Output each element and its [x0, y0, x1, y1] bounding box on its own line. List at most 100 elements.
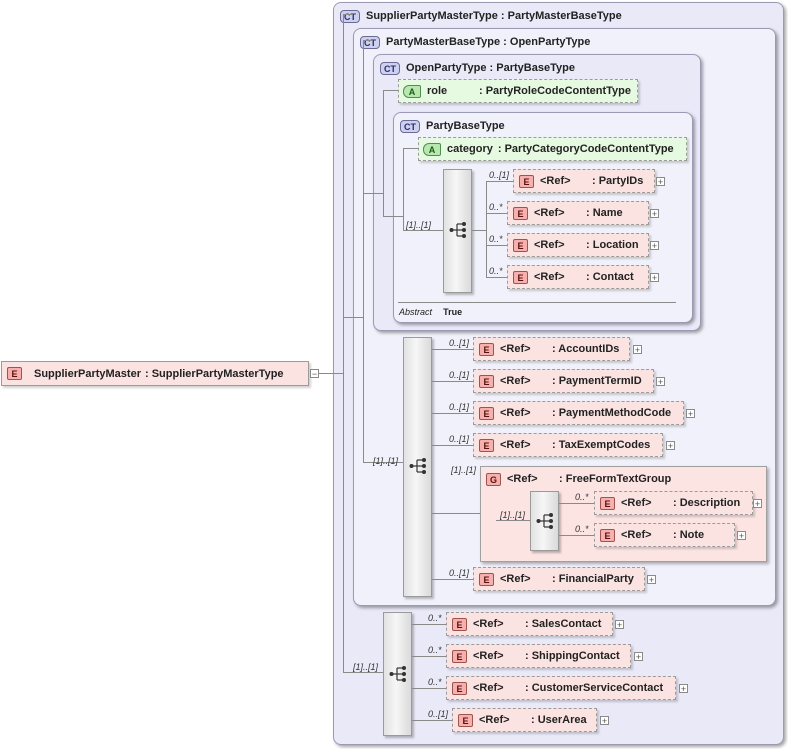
ref-label: <Ref> [534, 207, 565, 219]
ref-label: <Ref> [534, 239, 565, 251]
occurrence-label: 0..[1] [449, 434, 470, 444]
expand-icon[interactable]: + [679, 684, 688, 694]
ref-label: <Ref> [500, 343, 531, 355]
element-icon: E [513, 238, 528, 252]
expand-icon[interactable]: + [737, 531, 746, 541]
expand-icon[interactable]: + [650, 273, 659, 283]
element-icon: E [513, 206, 528, 220]
sequence-occurrence: [1]..[1] [373, 456, 399, 466]
element-icon: E [452, 617, 467, 631]
occurrence-label: 0..* [575, 492, 589, 502]
ref-label: <Ref> [500, 407, 531, 419]
attribute-category[interactable]: A category : PartyCategoryCodeContentTyp… [418, 137, 687, 161]
element-payment-term-id[interactable]: E <Ref> : PaymentTermID [473, 369, 654, 393]
occurrence-label: 0..* [575, 524, 589, 534]
element-note[interactable]: E <Ref> : Note [594, 523, 735, 547]
attribute-name: role [427, 85, 448, 97]
element-type: : ShippingContact [525, 650, 620, 662]
element-icon: E [519, 174, 534, 188]
element-location[interactable]: E <Ref> : Location [507, 233, 649, 257]
element-sales-contact[interactable]: E <Ref> : SalesContact [446, 612, 613, 636]
element-type: : UserArea [531, 714, 587, 726]
element-financial-party[interactable]: E <Ref> : FinancialParty [473, 567, 645, 591]
occurrence-label: 0..* [428, 645, 442, 655]
ref-label: <Ref> [500, 375, 531, 387]
root-element-supplier-party-master[interactable]: E SupplierPartyMaster : SupplierPartyMas… [1, 361, 309, 386]
element-icon: E [600, 496, 615, 510]
element-icon: E [7, 367, 22, 380]
ref-label: <Ref> [621, 529, 652, 541]
complex-type-icon: CT [380, 61, 400, 75]
expand-icon[interactable]: + [650, 209, 659, 219]
attribute-role[interactable]: A role : PartyRoleCodeContentType [398, 79, 638, 103]
expand-icon[interactable]: + [656, 177, 665, 187]
element-description[interactable]: E <Ref> : Description [594, 491, 753, 515]
expand-icon[interactable]: + [656, 377, 665, 387]
attribute-name: category [447, 143, 493, 155]
expand-icon[interactable]: + [634, 652, 643, 662]
ref-label: <Ref> [500, 439, 531, 451]
element-account-ids[interactable]: E <Ref> : AccountIDs [473, 337, 630, 361]
ref-label: <Ref> [473, 618, 504, 630]
occurrence-label: 0..[1] [449, 370, 470, 380]
occurrence-label: 0..[1] [428, 709, 449, 719]
element-icon: E [479, 374, 494, 388]
attribute-type: : PartyRoleCodeContentType [479, 85, 631, 97]
complex-type-icon: CT [340, 9, 360, 23]
expand-icon[interactable]: + [666, 441, 675, 451]
ref-label: <Ref> [621, 497, 652, 509]
element-type: : Location [586, 239, 639, 251]
ref-label: <Ref> [540, 175, 571, 187]
occurrence-label: 0..[1] [489, 170, 510, 180]
occurrence-label: [1]..[1] [451, 465, 477, 475]
element-type: : AccountIDs [552, 343, 620, 355]
element-type: : PartyIDs [592, 175, 644, 187]
element-name[interactable]: E <Ref> : Name [507, 201, 649, 225]
ref-label: <Ref> [500, 573, 531, 585]
expand-icon[interactable]: + [633, 345, 642, 355]
occurrence-label: 0..* [428, 677, 442, 687]
attribute-icon: A [403, 84, 421, 98]
element-icon: E [479, 438, 494, 452]
element-icon: E [513, 270, 528, 284]
collapse-icon[interactable]: − [310, 369, 319, 379]
sequence-occurrence: [1]..[1] [353, 662, 379, 672]
element-type: : Name [586, 207, 623, 219]
element-icon: E [479, 572, 494, 586]
expand-icon[interactable]: + [686, 409, 695, 419]
ref-label: <Ref> [473, 682, 504, 694]
attribute-icon: A [423, 142, 441, 156]
attribute-type: : PartyCategoryCodeContentType [497, 143, 674, 155]
element-type: : TaxExemptCodes [552, 439, 651, 451]
element-shipping-contact[interactable]: E <Ref> : ShippingContact [446, 644, 631, 668]
expand-icon[interactable]: + [615, 620, 624, 630]
sequence-icon [409, 458, 426, 474]
expand-icon[interactable]: + [647, 575, 656, 585]
element-icon: E [600, 528, 615, 542]
occurrence-label: 0..[1] [449, 402, 470, 412]
complex-type-title: PartyBaseType [426, 120, 505, 132]
element-icon: E [479, 406, 494, 420]
ref-label: <Ref> [507, 473, 538, 485]
complex-type-title: SupplierPartyMasterType : PartyMasterBas… [366, 10, 622, 22]
element-type: : Contact [586, 271, 634, 283]
expand-icon[interactable]: + [753, 499, 762, 509]
occurrence-label: 0..* [489, 266, 503, 276]
sequence-occurrence: [1]..[1] [500, 510, 526, 520]
element-type: : CustomerServiceContact [525, 682, 664, 694]
element-payment-method-code[interactable]: E <Ref> : PaymentMethodCode [473, 401, 684, 425]
element-type: : Description [673, 497, 741, 509]
element-icon: E [452, 681, 467, 695]
element-tax-exempt-codes[interactable]: E <Ref> : TaxExemptCodes [473, 433, 663, 457]
expand-icon[interactable]: + [600, 716, 609, 726]
element-user-area[interactable]: E <Ref> : UserArea [452, 708, 597, 732]
complex-type-icon: CT [360, 35, 380, 49]
occurrence-label: 0..* [428, 613, 442, 623]
element-contact[interactable]: E <Ref> : Contact [507, 265, 649, 289]
abstract-value: True [443, 307, 463, 317]
element-customer-service-contact[interactable]: E <Ref> : CustomerServiceContact [446, 676, 676, 700]
element-type: : Note [673, 529, 705, 541]
element-party-ids[interactable]: E <Ref> : PartyIDs [513, 169, 655, 193]
complex-type-title: OpenPartyType : PartyBaseType [406, 62, 575, 74]
expand-icon[interactable]: + [650, 241, 659, 251]
